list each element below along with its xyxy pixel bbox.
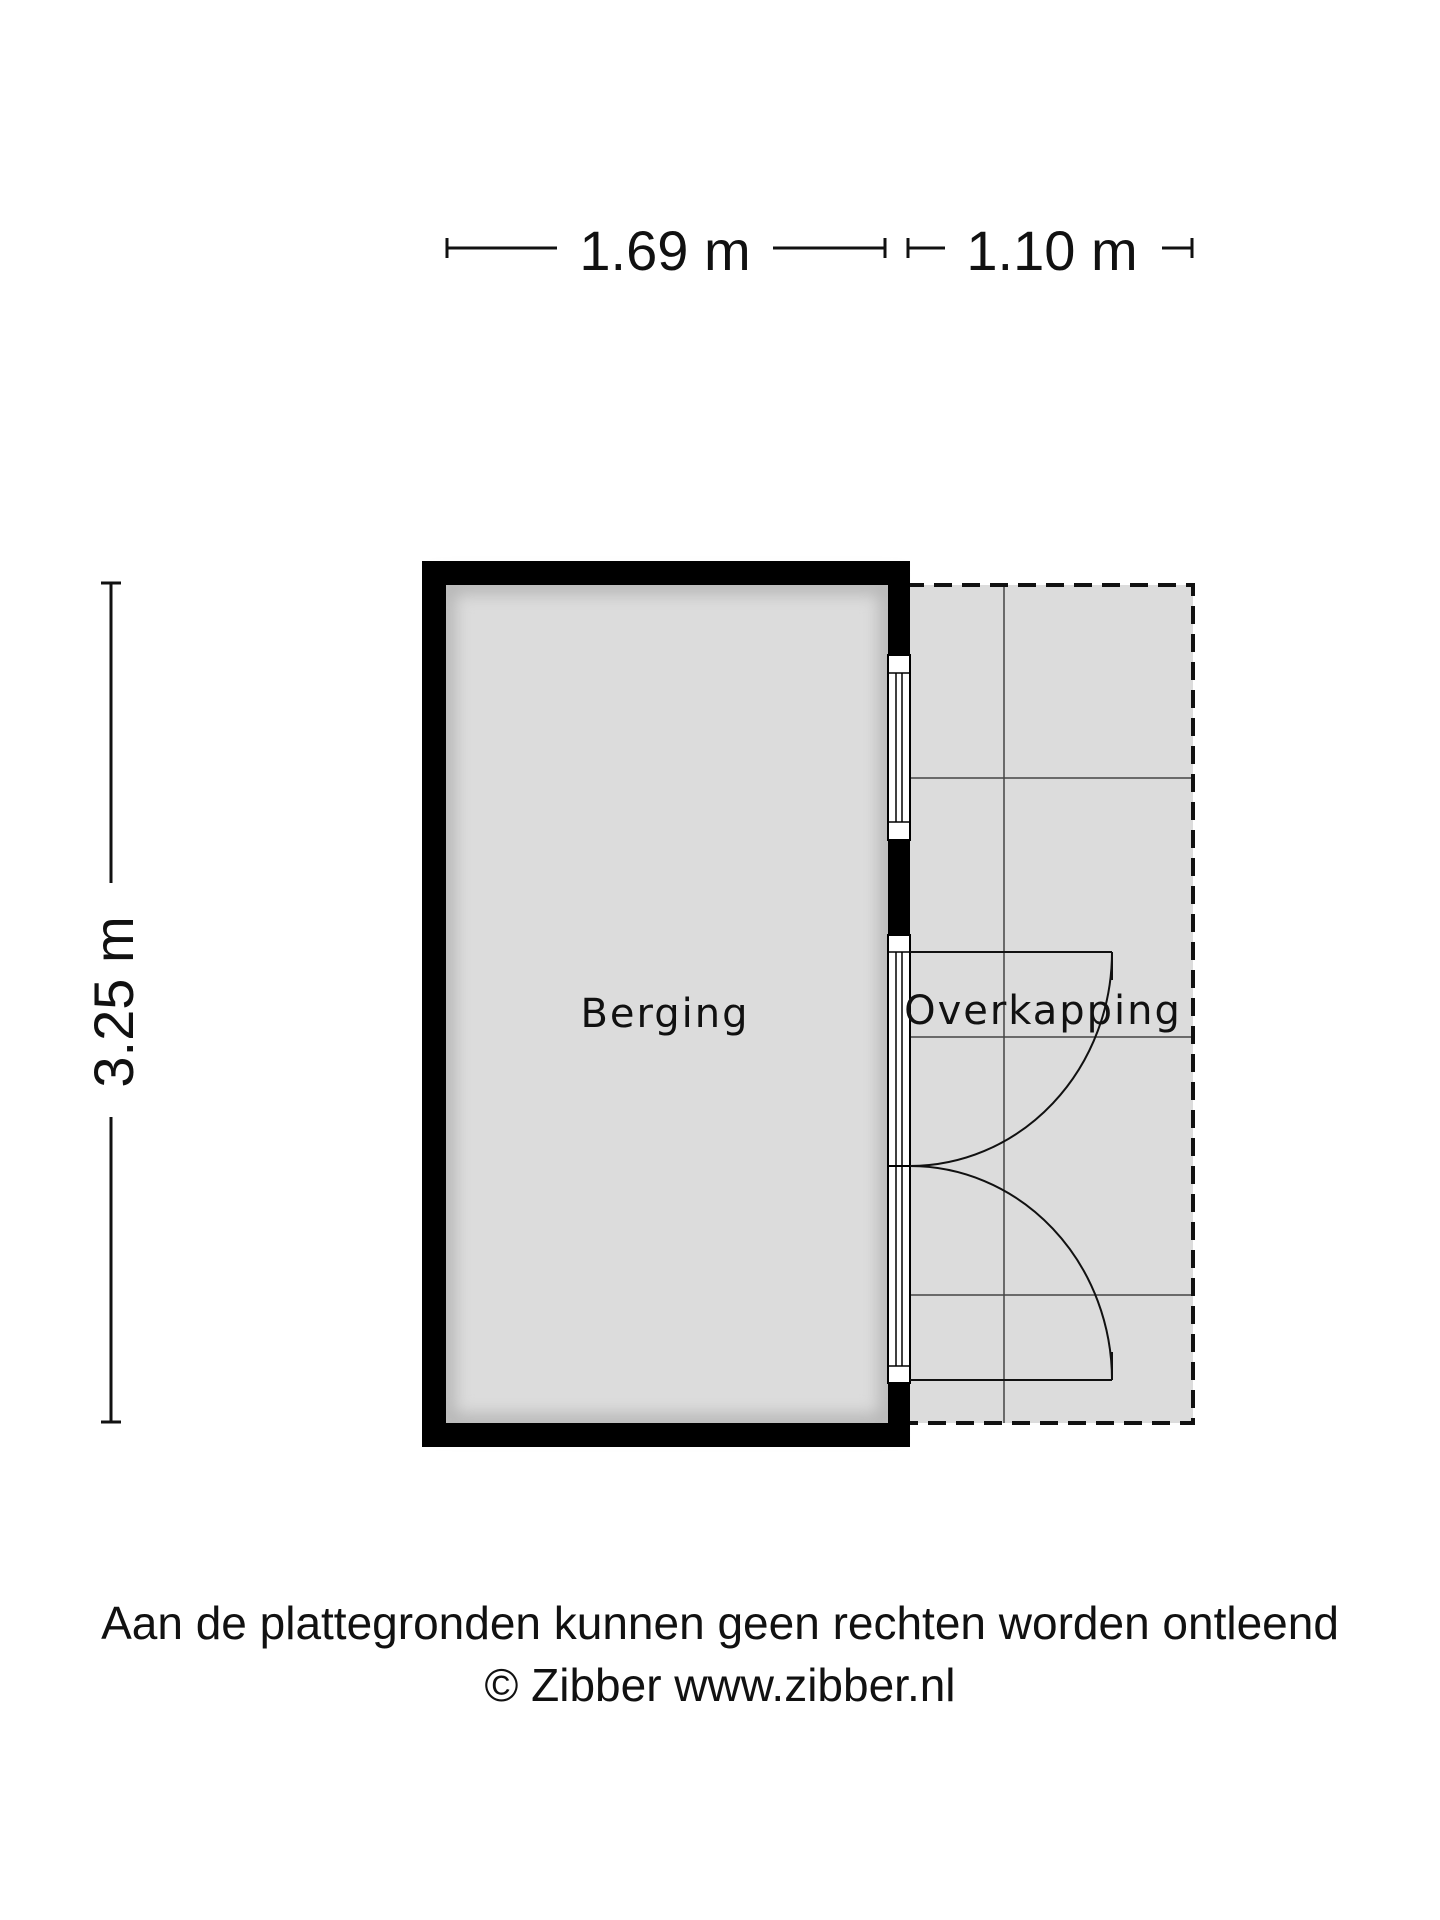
dimension-width-overkapping: 1.10 m xyxy=(906,219,1194,282)
dimension-label-width-overkapping: 1.10 m xyxy=(966,219,1137,282)
dimension-width-berging: 1.69 m xyxy=(445,219,887,282)
dimension-label-width-berging: 1.69 m xyxy=(579,219,750,282)
walls xyxy=(422,561,910,1447)
dimension-depth: 3.25 m xyxy=(82,581,145,1424)
double-door xyxy=(887,934,1113,1384)
room-label-overkapping: Overkapping xyxy=(904,988,1182,1034)
window xyxy=(887,654,911,841)
overkapping-area xyxy=(906,583,1195,1425)
disclaimer-text: Aan de plattegronden kunnen geen rechten… xyxy=(101,1597,1339,1649)
room-label-berging: Berging xyxy=(580,991,749,1037)
copyright-text: © Zibber www.zibber.nl xyxy=(484,1659,956,1711)
dimension-label-depth: 3.25 m xyxy=(82,916,145,1087)
